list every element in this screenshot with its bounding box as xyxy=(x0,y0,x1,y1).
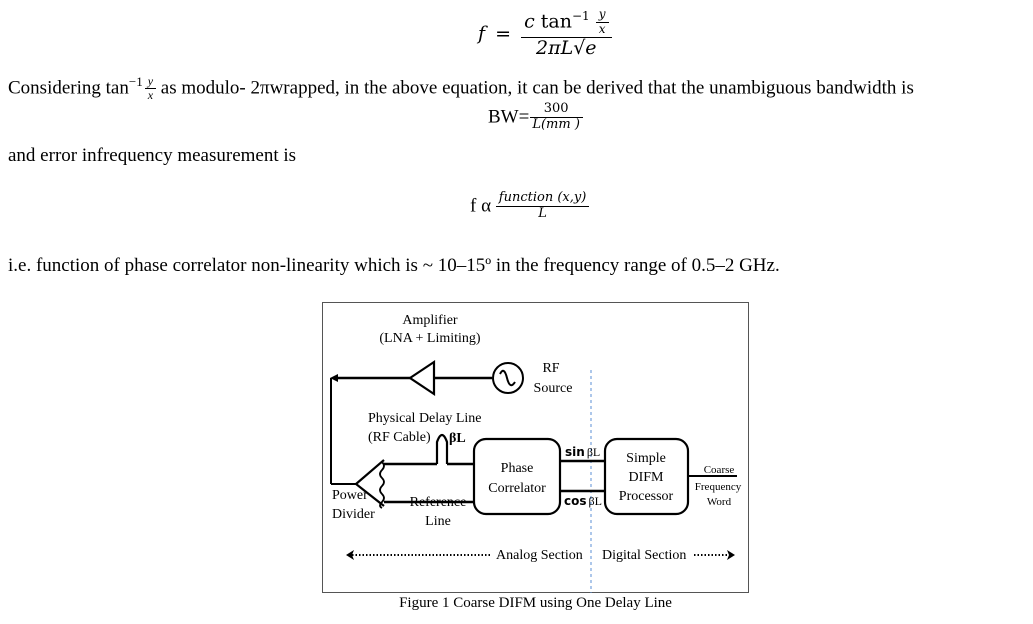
delay-bump-icon xyxy=(435,433,448,464)
p1-y: y xyxy=(144,74,157,90)
label-beta-l: βL xyxy=(449,431,466,446)
label-rf-2: Source xyxy=(533,381,572,396)
label-ref-2: Line xyxy=(425,514,451,529)
label-proc-2: DIFM xyxy=(628,470,664,485)
label-phase-1: Phase xyxy=(500,461,533,476)
label-ref-1: Reference xyxy=(409,495,466,510)
p1-after: as modulo- 2πwrapped, in the above equat… xyxy=(156,77,914,99)
eq-bw-lhs: BW= xyxy=(488,106,530,128)
eq-err-fraction: function (x,y)L xyxy=(495,190,590,222)
label-analog: Analog Section xyxy=(496,548,583,563)
p1-x: x xyxy=(147,88,154,103)
diagram-svg: Amplifier (LNA + Limiting) RF Source Phy… xyxy=(329,313,741,593)
eq-f-lhs: f xyxy=(478,22,486,45)
p1-exp: −1 xyxy=(128,74,143,89)
label-rf-1: RF xyxy=(542,361,559,376)
equation-frequency: f = c tan−1 y x 2πL√e xyxy=(478,7,612,59)
eq-f-numerator: c tan−1 y x xyxy=(521,7,612,38)
phase-correlator-box xyxy=(472,437,561,515)
analog-arrowhead-icon xyxy=(345,549,354,560)
equation-error: f α function (x,y)L xyxy=(470,190,590,222)
amplifier-icon xyxy=(407,359,435,396)
eq-bw-den: L(mm ) xyxy=(532,116,580,132)
eq-err-num: function (x,y) xyxy=(495,190,590,207)
eq-f-exp: −1 xyxy=(571,8,590,23)
label-proc-3: Processor xyxy=(618,489,673,504)
figure-caption: Figure 1 Coarse DIFM using One Delay Lin… xyxy=(399,595,672,611)
label-proc-1: Simple xyxy=(626,451,666,466)
eq-f-yx: y x xyxy=(595,7,609,37)
eq-f-tan: tan xyxy=(540,10,572,33)
eq-err-den: L xyxy=(538,205,547,221)
arrowhead-left-icon xyxy=(329,373,338,382)
eq-bw-num: 300 xyxy=(529,101,583,118)
power-divider-icon xyxy=(353,458,385,507)
label-delay-2: (RF Cable) xyxy=(368,430,431,445)
label-power-1: Power xyxy=(332,488,368,503)
eq-f-equals: = xyxy=(495,22,512,45)
figure-diagram: Amplifier (LNA + Limiting) RF Source Phy… xyxy=(322,302,749,593)
eq-f-x: x xyxy=(598,21,606,36)
paragraph-3: i.e. function of phase correlator non-li… xyxy=(8,255,780,276)
paragraph-2: and error infrequency measurement is xyxy=(8,145,297,166)
label-amplifier-2: (LNA + Limiting) xyxy=(379,331,481,346)
label-delay-1: Physical Delay Line xyxy=(368,411,482,426)
label-power-2: Divider xyxy=(332,507,375,522)
label-phase-2: Correlator xyxy=(488,481,546,496)
label-cfw-3: Word xyxy=(706,496,731,508)
digital-arrowhead-icon xyxy=(726,549,735,560)
eq-f-y: y xyxy=(595,7,609,23)
label-cfw-2: Frequency xyxy=(694,481,741,493)
eq-f-c: c xyxy=(524,10,535,33)
label-cfw-1: Coarse xyxy=(703,464,734,476)
eq-f-denominator: 2πL√e xyxy=(536,36,597,59)
eq-f-fraction: c tan−1 y x 2πL√e xyxy=(521,7,612,59)
label-digital: Digital Section xyxy=(602,548,686,563)
label-amplifier-1: Amplifier xyxy=(402,313,458,328)
eq-err-lhs: f α xyxy=(470,195,492,217)
p1-before: Considering tan xyxy=(8,77,129,99)
